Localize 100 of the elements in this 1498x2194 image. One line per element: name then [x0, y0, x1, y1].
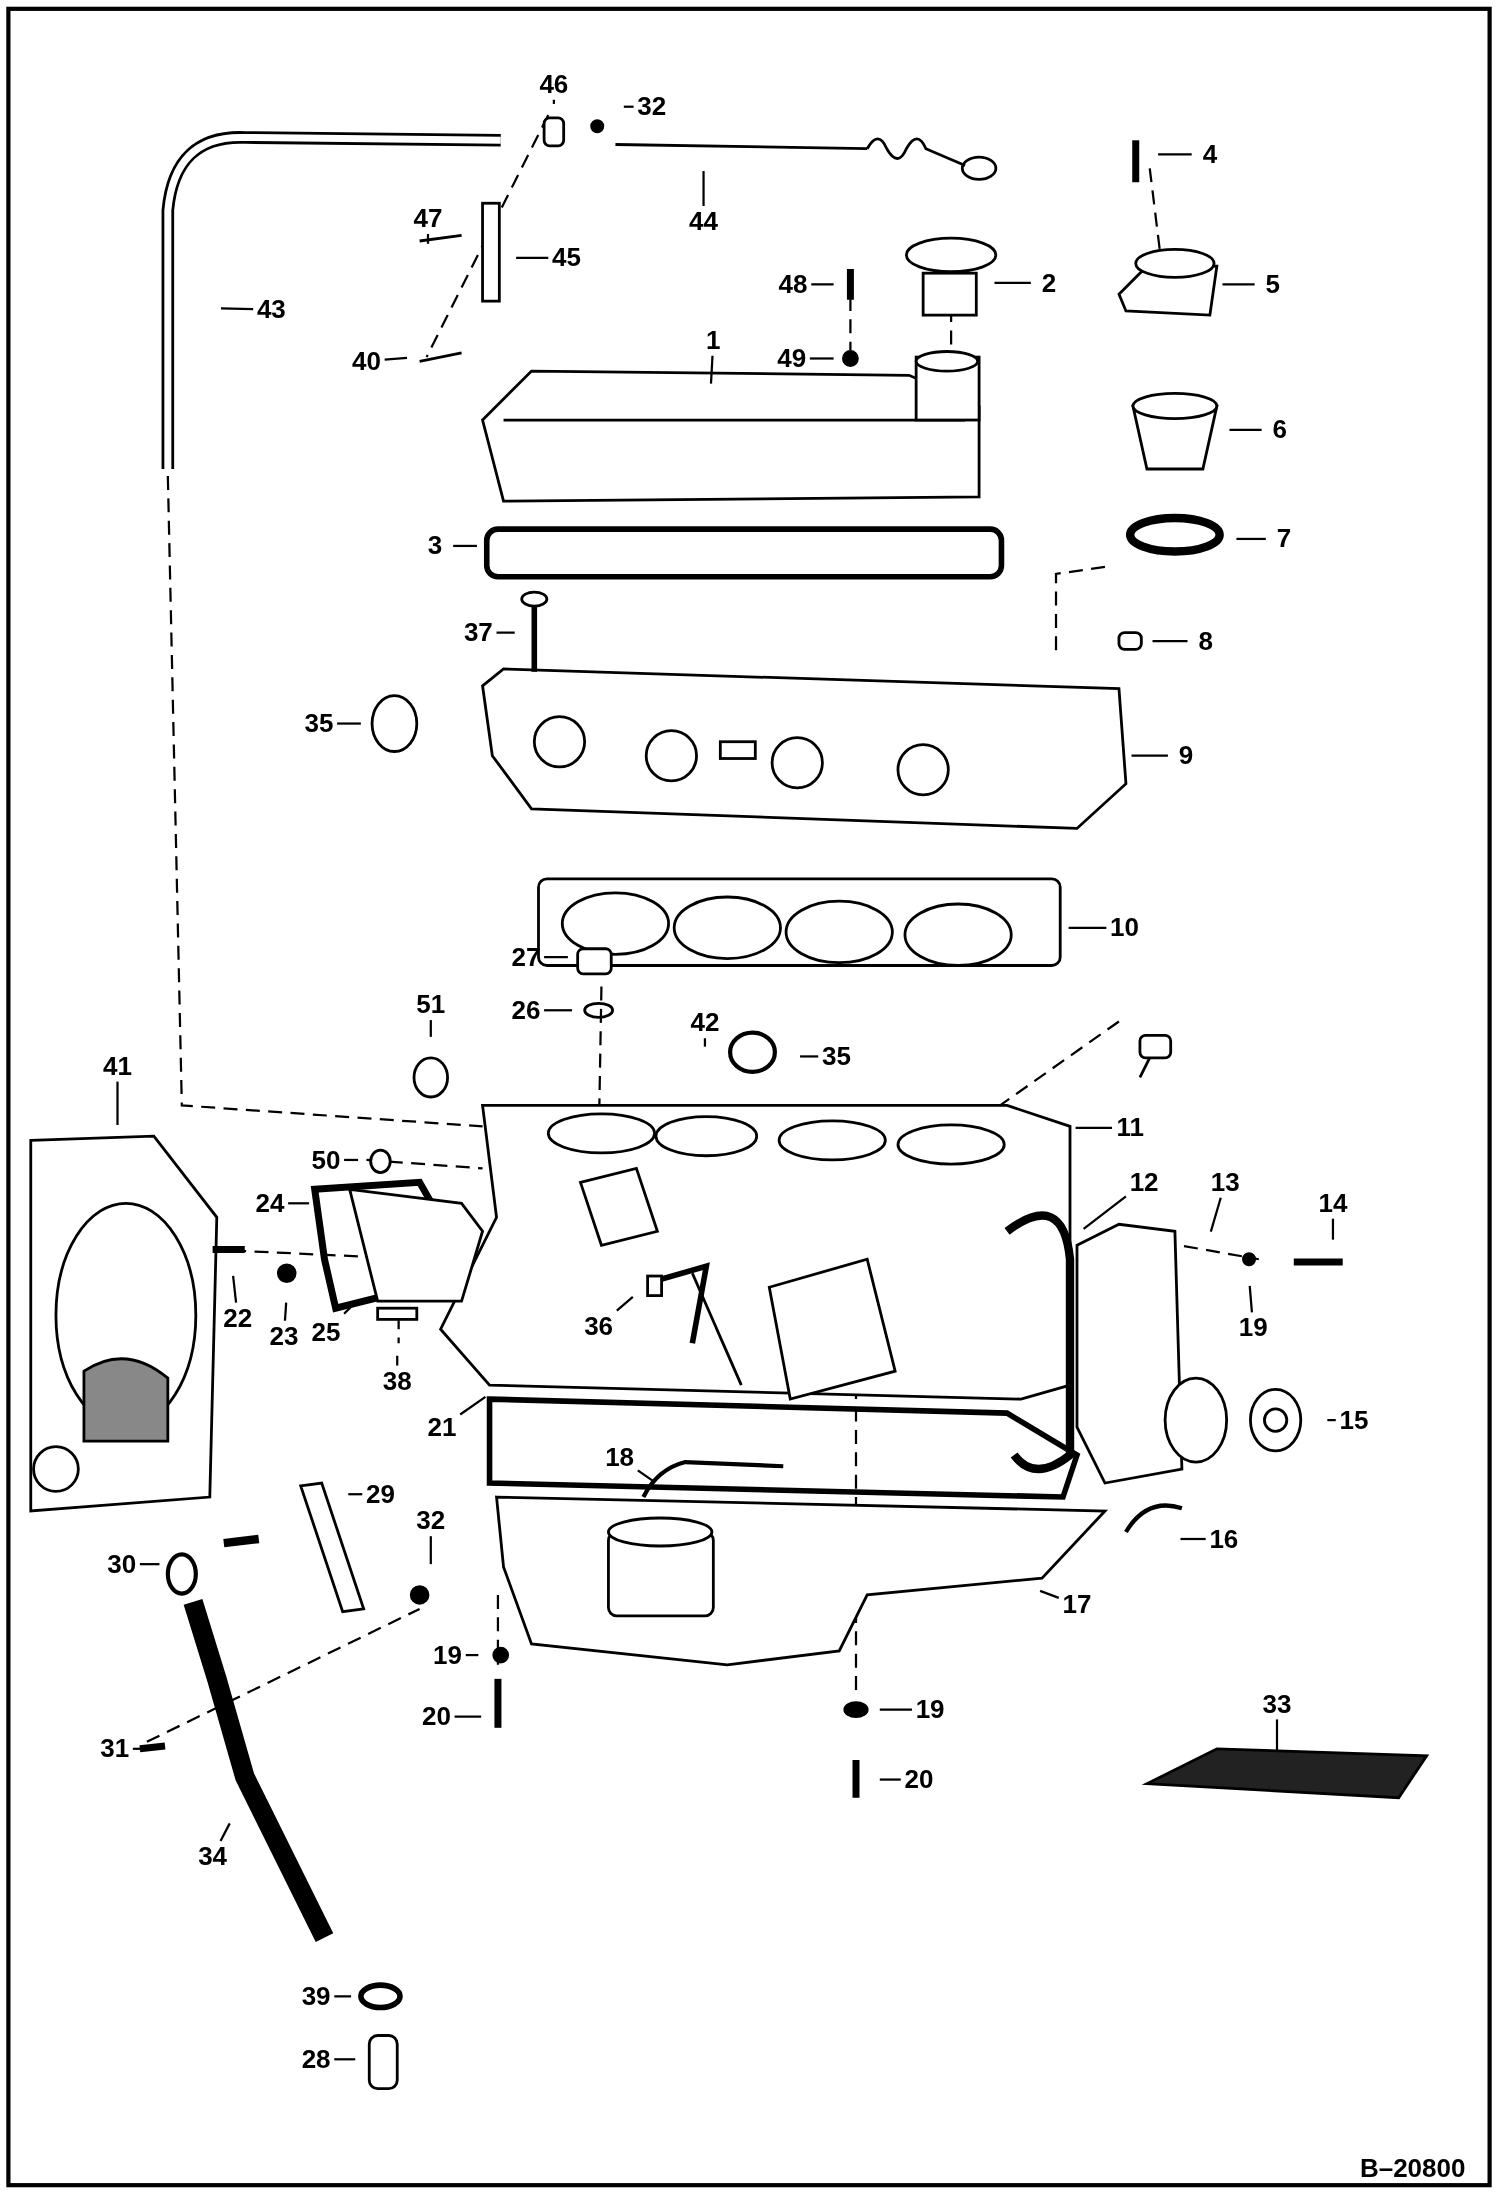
callout-number: 5 — [1265, 270, 1281, 297]
leader-line — [1152, 639, 1188, 643]
callout-number: 41 — [103, 1052, 132, 1079]
leader-line — [1275, 1719, 1279, 1751]
callout-number: 3 — [427, 532, 443, 559]
callout-number: 29 — [366, 1480, 395, 1507]
callout-number: 25 — [311, 1318, 341, 1345]
drawing-number: B–20800 — [1359, 2154, 1466, 2181]
callout-number: 8 — [1198, 627, 1213, 654]
callout-number: 49 — [777, 345, 807, 372]
callout-number: 19 — [433, 1641, 463, 1668]
callout-number: 37 — [463, 619, 493, 646]
leader-line — [396, 1355, 399, 1366]
leader-line — [334, 1995, 352, 1998]
leader-line — [544, 1009, 573, 1012]
leader-line — [337, 722, 361, 725]
leader-line — [879, 1778, 901, 1781]
callout-number: 26 — [511, 996, 541, 1023]
callout-number: 23 — [269, 1322, 299, 1349]
callout-number: 28 — [301, 2045, 331, 2072]
leader-line — [879, 1708, 912, 1711]
callout-number: 20 — [421, 1703, 451, 1730]
leader-line — [348, 1493, 363, 1496]
callout-number: 39 — [301, 1982, 331, 2009]
callout-number: 51 — [416, 991, 446, 1018]
leader-line — [516, 256, 549, 259]
leader-line — [220, 307, 254, 311]
leader-line — [1039, 1589, 1060, 1599]
leader-line — [1248, 1285, 1254, 1313]
leader-line — [1209, 1197, 1222, 1232]
leader-line — [1222, 283, 1255, 286]
leader-line — [132, 1747, 152, 1750]
leader-line — [544, 956, 568, 959]
callout-number: 48 — [778, 270, 808, 297]
leader-line — [465, 1653, 479, 1657]
leader-line — [616, 1296, 634, 1312]
callout-number: 45 — [552, 244, 581, 271]
callout-number: 14 — [1318, 1189, 1348, 1216]
callout-number: 38 — [382, 1367, 412, 1394]
leader-line — [334, 2058, 356, 2061]
callout-number: 42 — [690, 1009, 720, 1036]
leader-line — [811, 283, 834, 286]
callout-number: 17 — [1062, 1591, 1092, 1618]
callout-number: 36 — [584, 1312, 614, 1339]
leader-line — [703, 1038, 707, 1047]
callout-number: 33 — [1262, 1690, 1292, 1717]
leader-line — [283, 1302, 288, 1321]
leader-line — [1229, 428, 1262, 431]
leader-line — [623, 105, 634, 108]
callout-number: 10 — [1110, 914, 1139, 941]
callout-number: 43 — [256, 296, 286, 323]
callout-number: 2 — [1041, 269, 1057, 296]
callout-number: 31 — [100, 1735, 130, 1762]
leader-line — [994, 281, 1031, 285]
leader-line — [454, 1715, 482, 1718]
callout-number: 18 — [605, 1444, 635, 1471]
callout-number: 40 — [352, 347, 381, 374]
leader-line — [116, 1081, 119, 1125]
callout-number: 1 — [706, 326, 721, 353]
callout-number: 44 — [689, 208, 718, 234]
leader-line — [496, 631, 515, 634]
callout-number: 50 — [311, 1146, 341, 1173]
leader-line — [1331, 1218, 1335, 1240]
callout-number: 46 — [539, 70, 569, 97]
callout-number: 9 — [1178, 742, 1194, 769]
leader-line — [429, 1536, 432, 1565]
callout-number: 34 — [198, 1843, 228, 1870]
callout-number: 24 — [255, 1189, 285, 1216]
callout-number: 35 — [304, 710, 334, 737]
leader-line — [1327, 1419, 1336, 1422]
leader-line — [453, 544, 477, 548]
leader-line — [459, 1396, 487, 1416]
callout-number: 47 — [413, 205, 443, 232]
callout-number: 6 — [1272, 416, 1288, 443]
leader-line — [637, 1469, 654, 1482]
leader-line — [139, 1563, 160, 1566]
leader-line — [809, 357, 834, 360]
callout-number: 35 — [821, 1043, 851, 1069]
leader-line — [552, 99, 555, 104]
leader-line — [426, 234, 430, 244]
leader-line — [1075, 1126, 1112, 1129]
leader-line — [1082, 1195, 1127, 1230]
leader-line — [219, 1822, 231, 1842]
callout-number: 20 — [904, 1766, 934, 1793]
leader-line — [709, 355, 714, 384]
callout-number: 11 — [1116, 1114, 1144, 1141]
leader-line — [1158, 153, 1192, 156]
leader-line — [384, 356, 408, 361]
leader-line — [344, 1158, 359, 1162]
callout-number: 19 — [1238, 1314, 1268, 1341]
callout-number: 7 — [1276, 525, 1292, 552]
leader-line — [1131, 754, 1168, 757]
leader-line — [1068, 926, 1107, 929]
leader-line — [288, 1202, 310, 1205]
callout-number: 21 — [427, 1413, 457, 1440]
callout-number: 19 — [915, 1696, 945, 1723]
callout-number: 32 — [637, 93, 667, 120]
callout-number: 32 — [416, 1507, 446, 1534]
leader-line — [800, 1055, 819, 1058]
leader-line — [1180, 1537, 1206, 1541]
